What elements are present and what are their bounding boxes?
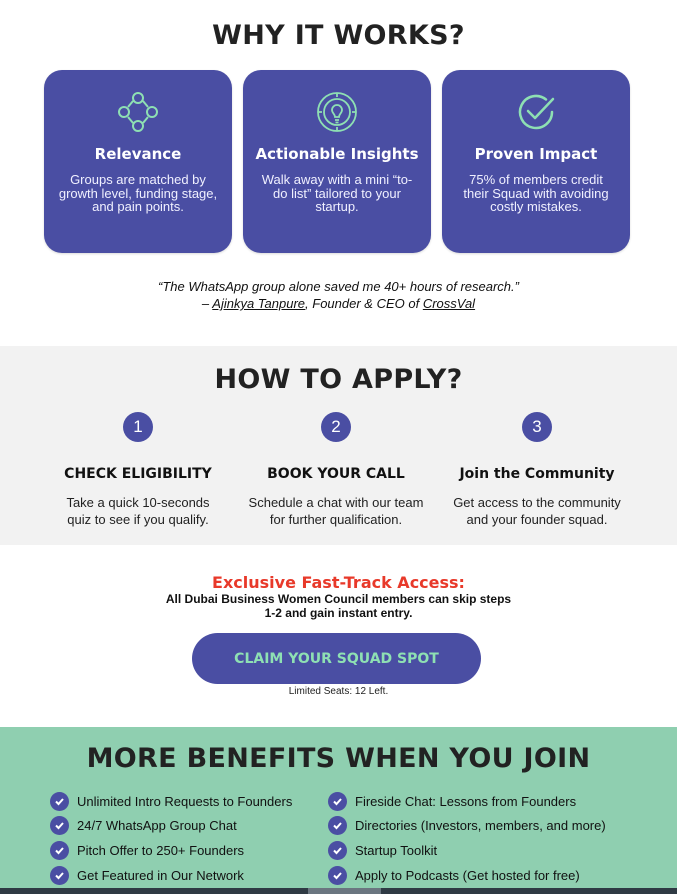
card-title: Proven Impact [474,145,598,163]
step-desc: Schedule a chat with our team for furthe… [248,495,424,527]
benefit-label: Fireside Chat: Lessons from Founders [355,793,577,809]
testimonial-quote: “The WhatsApp group alone saved me 40+ h… [158,279,519,294]
benefit-label: Pitch Offer to 250+ Founders [77,842,245,858]
actionable-insights-card: Actionable Insights Walk away with a min… [243,70,431,253]
card-desc: Walk away with a mini “to-do list” tailo… [261,172,413,214]
bottom-tab[interactable] [308,888,381,894]
check-icon [328,865,347,885]
benefit-label: Apply to Podcasts (Get hosted for free) [355,867,580,883]
fast-track-desc: All Dubai Business Women Council members… [165,592,512,620]
benefit-item: 24/7 WhatsApp Group Chat [50,814,292,839]
benefit-label: Startup Toolkit [355,842,438,858]
step-number: 2 [321,412,351,442]
benefits-title: MORE BENEFITS WHEN YOU JOIN [86,743,591,774]
claim-squad-spot-button[interactable]: CLAIM YOUR SQUAD SPOT [192,633,481,684]
step-number: 3 [522,412,552,442]
attribution-dash: – [201,296,213,311]
benefit-item: Fireside Chat: Lessons from Founders [328,789,606,814]
step-2: 2 BOOK YOUR CALL Schedule a chat with ou… [236,412,436,528]
step-title: Join the Community [459,466,615,482]
why-it-works-section: WHY IT WORKS? Relevance Groups are match… [0,0,677,346]
limited-seats-text: Limited Seats: 12 Left. [288,686,389,697]
proven-impact-card: Proven Impact 75% of members credit thei… [442,70,630,253]
card-title: Actionable Insights [255,145,419,163]
benefit-item: Get Featured in Our Network [50,863,292,888]
step-desc: Take a quick 10-seconds quiz to see if y… [66,495,210,527]
network-circle-icon [118,92,158,132]
check-icon [328,840,347,860]
testimonial-attribution: – Ajinkya Tanpure, Founder & CEO of Cros… [0,296,677,311]
benefit-item: Apply to Podcasts (Get hosted for free) [328,863,606,888]
check-icon [50,840,69,860]
step-desc: Get access to the community and your fou… [453,495,621,527]
step-number: 1 [123,412,153,442]
why-title: WHY IT WORKS? [212,20,465,51]
lightbulb-target-icon [317,92,357,132]
step-title: CHECK ELIGIBILITY [64,466,212,482]
benefit-label: 24/7 WhatsApp Group Chat [77,818,237,834]
benefit-label: Directories (Investors, members, and mor… [355,818,606,834]
check-icon [50,865,69,885]
benefit-item: Unlimited Intro Requests to Founders [50,789,292,814]
check-icon [50,816,69,836]
benefit-label: Unlimited Intro Requests to Founders [77,793,293,809]
benefits-left-list: Unlimited Intro Requests to Founders 24/… [50,789,292,887]
card-desc: 75% of members credit their Squad with a… [463,172,609,214]
apply-title: HOW TO APPLY? [214,364,463,395]
benefits-section: MORE BENEFITS WHEN YOU JOIN Unlimited In… [0,727,677,894]
check-icon [50,791,69,811]
check-circle-icon [518,94,555,130]
step-1: 1 CHECK ELIGIBILITY Take a quick 10-seco… [38,412,238,528]
fast-track-section: Exclusive Fast-Track Access: All Dubai B… [0,545,677,727]
card-desc: Groups are matched by growth level, fund… [58,172,218,214]
benefits-right-list: Fireside Chat: Lessons from Founders Dir… [328,789,606,887]
author-link[interactable]: Ajinkya Tanpure [212,296,306,311]
benefit-item: Startup Toolkit [328,838,606,863]
benefit-item: Directories (Investors, members, and mor… [328,814,606,839]
benefit-item: Pitch Offer to 250+ Founders [50,838,292,863]
check-icon [328,816,347,836]
card-title: Relevance [94,145,182,163]
attribution-role: , Founder & CEO of [305,296,423,311]
fast-track-title: Exclusive Fast-Track Access: [212,573,465,592]
benefit-label: Get Featured in Our Network [77,867,244,883]
relevance-card: Relevance Groups are matched by growth l… [44,70,232,253]
step-title: BOOK YOUR CALL [267,466,405,482]
check-icon [328,791,347,811]
company-link[interactable]: CrossVal [422,296,476,311]
step-3: 3 Join the Community Get access to the c… [437,412,637,528]
how-to-apply-section: HOW TO APPLY? 1 CHECK ELIGIBILITY Take a… [0,346,677,545]
